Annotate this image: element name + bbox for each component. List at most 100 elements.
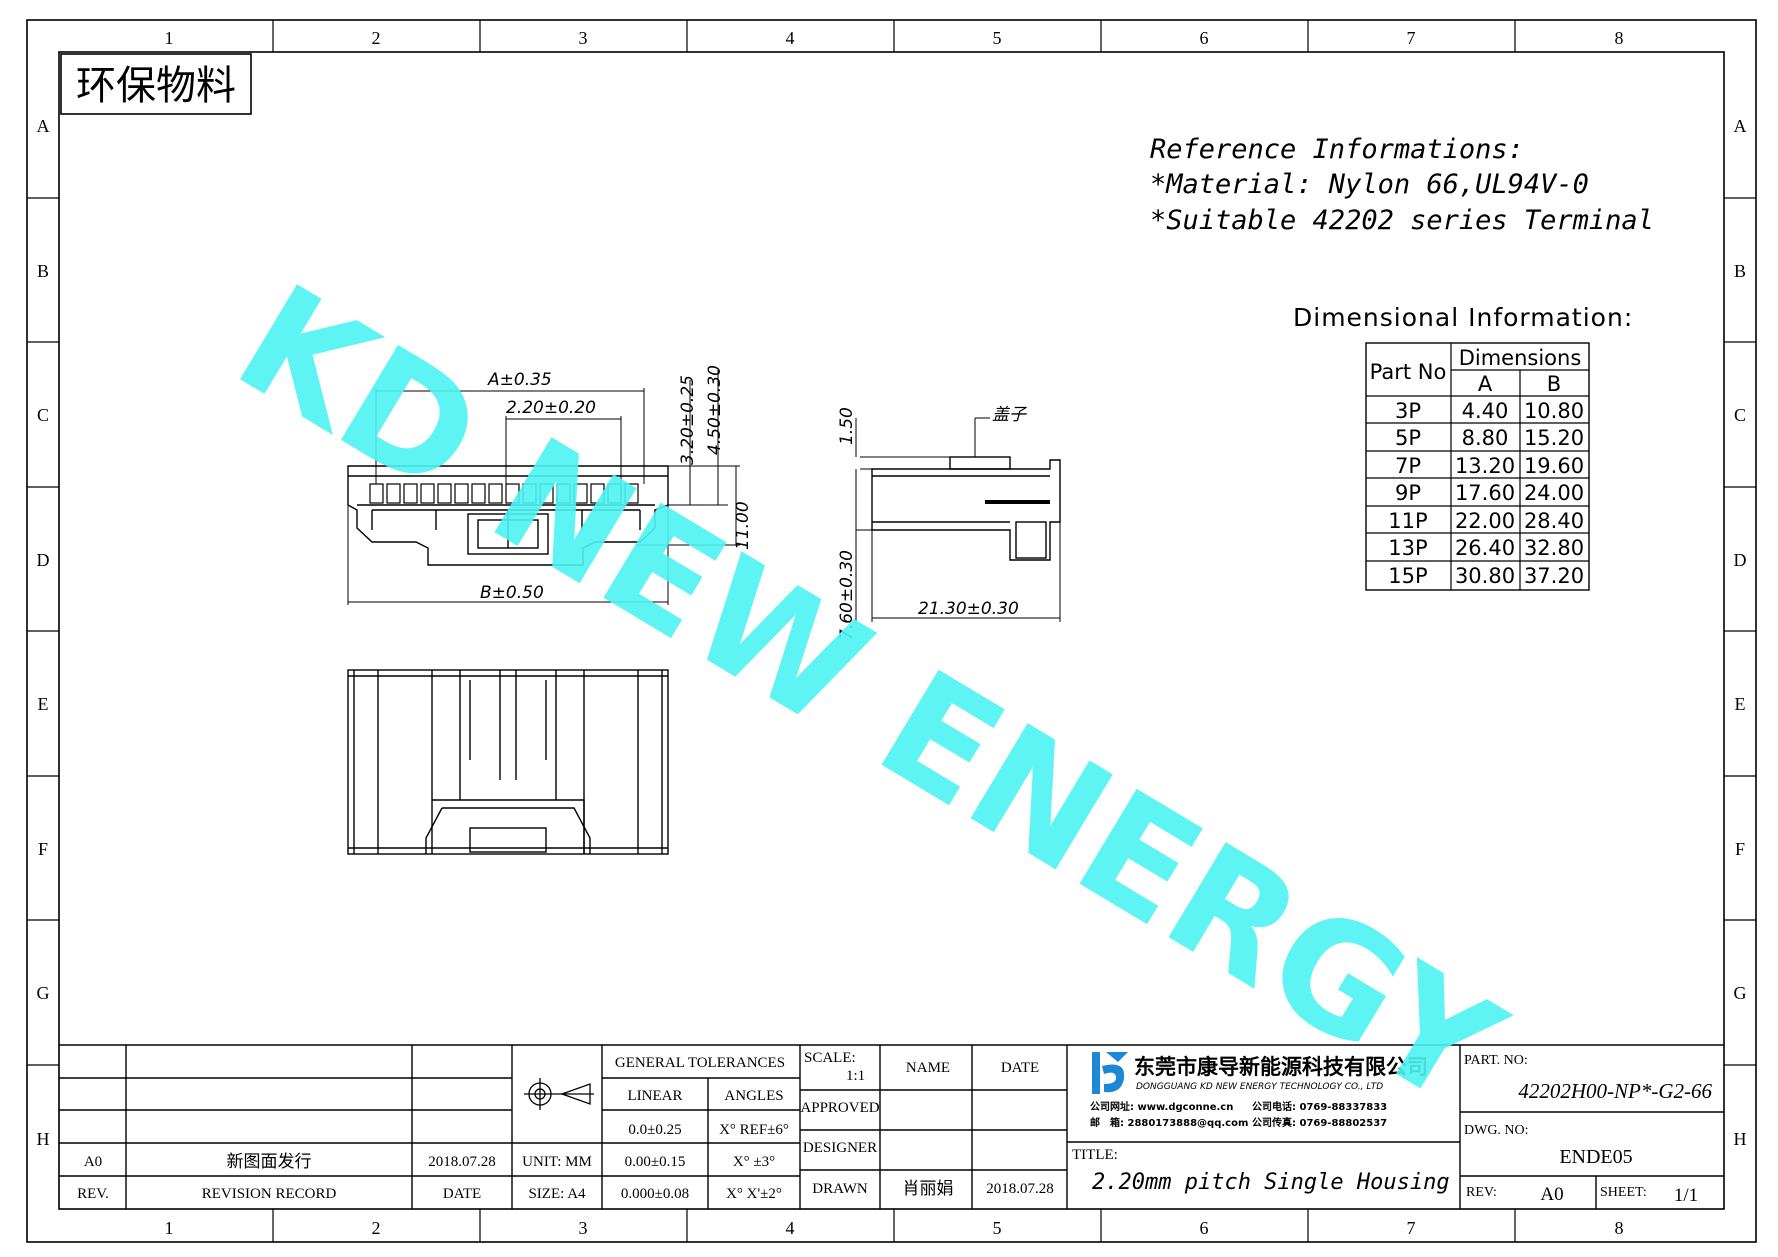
table-cell-a: 8.80	[1462, 426, 1509, 450]
table-header-b: B	[1547, 372, 1561, 396]
company-fax: 公司传真: 0769-88802537	[1252, 1116, 1387, 1129]
tol-linear-3: 0.000±0.08	[621, 1186, 689, 1202]
table-cell-a: 30.80	[1455, 564, 1515, 588]
dwg-no-value: ENDE05	[1559, 1146, 1632, 1168]
reference-material: *Material: Nylon 66,UL94V-0	[1150, 169, 1589, 200]
front-dimension-lines	[347, 370, 740, 605]
row-label: H	[1734, 1129, 1747, 1149]
angles-label: ANGLES	[724, 1088, 783, 1104]
table-cell-a: 22.00	[1455, 509, 1515, 533]
row-label: B	[37, 261, 49, 281]
col-label: 7	[1407, 28, 1416, 48]
row-label: E	[1735, 694, 1746, 714]
table-cell-b: 19.60	[1524, 454, 1584, 478]
designer-label: DESIGNER	[803, 1140, 877, 1156]
col-label: 2	[372, 28, 381, 48]
col-label: 1	[165, 1218, 174, 1238]
dimensions-table: Part No Dimensions A B 3P 4.40 10.80 5P …	[1365, 342, 1590, 591]
tol-linear-1: 0.0±0.25	[628, 1122, 681, 1138]
eco-stamp-box	[60, 53, 252, 115]
table-cell-part: 9P	[1395, 481, 1421, 505]
table-cell-a: 17.60	[1455, 481, 1515, 505]
cover-label: 盖子	[992, 405, 1027, 425]
size-label: SIZE: A4	[528, 1186, 586, 1202]
drawn-name: 肖丽娟	[903, 1179, 954, 1198]
col-label: 3	[579, 1218, 588, 1238]
watermark-text: KD NEW ENERGY	[209, 251, 1529, 1141]
rev-label-bottom: REV:	[1466, 1185, 1497, 1200]
table-cell-b: 24.00	[1524, 481, 1584, 505]
col-label: 7	[1407, 1218, 1416, 1238]
tol-angle-2: X° ±3°	[733, 1154, 775, 1170]
rev-code: A0	[84, 1154, 102, 1170]
row-ticks	[27, 197, 1756, 1066]
table-header-a: A	[1478, 372, 1493, 396]
rev-description: 新图面发行	[227, 1152, 312, 1171]
rev-date: 2018.07.28	[428, 1154, 496, 1170]
row-label: G	[37, 983, 50, 1003]
approved-label: APPROVED	[800, 1100, 879, 1116]
table-cell-part: 5P	[1395, 426, 1421, 450]
table-cell-part: 3P	[1395, 399, 1421, 423]
eco-stamp-text: 环保物料	[76, 63, 236, 109]
dim-b: B±0.50	[480, 583, 544, 603]
date-header: DATE	[1001, 1060, 1039, 1076]
front-pin-cavities	[369, 483, 639, 504]
row-label: F	[38, 839, 48, 859]
table-cell-part: 7P	[1395, 454, 1421, 478]
col-label: 5	[993, 1218, 1002, 1238]
unit-label: UNIT: MM	[522, 1154, 592, 1170]
dim-h3: 11.00	[733, 501, 753, 550]
col-label: 8	[1615, 1218, 1624, 1238]
dim-side-width: 21.30±0.30	[918, 599, 1019, 619]
scale-value: 1:1	[846, 1068, 865, 1084]
reference-info: Reference Informations: *Material: Nylon…	[1150, 134, 1654, 236]
table-cell-a: 13.20	[1455, 454, 1515, 478]
revision-record-label: REVISION RECORD	[202, 1186, 337, 1202]
col-label: 4	[786, 1218, 795, 1238]
row-label: A	[1734, 116, 1747, 136]
dim-h2: 4.50±0.30	[705, 365, 725, 455]
row-label: C	[37, 405, 49, 425]
dim-side-height: 7.60±0.30	[837, 550, 857, 640]
drawn-label: DRAWN	[812, 1181, 868, 1197]
dim-a: A±0.35	[487, 370, 552, 390]
reference-terminal: *Suitable 42202 series Terminal	[1150, 205, 1654, 236]
table-header-part: Part No	[1370, 360, 1447, 384]
col-label: 1	[165, 28, 174, 48]
dim-top: 1.50	[837, 407, 857, 445]
column-ticks-top	[272, 20, 1516, 52]
tol-linear-2: 0.00±0.15	[625, 1154, 686, 1170]
part-no-value: 42202H00-NP*-G2-66	[1518, 1079, 1712, 1103]
bottom-view	[347, 669, 669, 855]
title-label: TITLE:	[1072, 1147, 1118, 1163]
dim-h1: 3.20±0.25	[678, 375, 698, 465]
col-label: 2	[372, 1218, 381, 1238]
sheet-value: 1/1	[1674, 1185, 1698, 1206]
column-ticks-bottom	[272, 1209, 1516, 1242]
company-tel: 公司电话: 0769-88337833	[1252, 1100, 1387, 1113]
row-label: B	[1734, 261, 1746, 281]
row-label: A	[37, 116, 50, 136]
dim-pitch: 2.20±0.20	[506, 398, 596, 418]
row-label: E	[38, 694, 49, 714]
table-header-dims: Dimensions	[1459, 346, 1582, 370]
table-cell-b: 37.20	[1524, 564, 1584, 588]
tol-angle-3: X° X'±2°	[726, 1186, 782, 1202]
company-mail: 邮 箱: 2880173888@qq.com	[1090, 1116, 1248, 1129]
company-name-cn: 东莞市康导新能源科技有限公司	[1134, 1055, 1428, 1079]
row-label: D	[1734, 550, 1747, 570]
dwg-no-label: DWG. NO:	[1464, 1123, 1529, 1138]
table-cell-b: 32.80	[1524, 536, 1584, 560]
general-tolerances: GENERAL TOLERANCES	[615, 1055, 785, 1071]
side-view	[871, 456, 1061, 561]
projection-symbol-icon	[524, 1078, 594, 1110]
company-name-en: DONGGUANG KD NEW ENERGY TECHNOLOGY CO., …	[1136, 1082, 1383, 1092]
row-label: G	[1734, 983, 1747, 1003]
col-label: 4	[786, 28, 795, 48]
col-label: 6	[1200, 1218, 1209, 1238]
scale-label: SCALE:	[804, 1050, 856, 1066]
col-label: 8	[1615, 28, 1624, 48]
col-label: 6	[1200, 28, 1209, 48]
